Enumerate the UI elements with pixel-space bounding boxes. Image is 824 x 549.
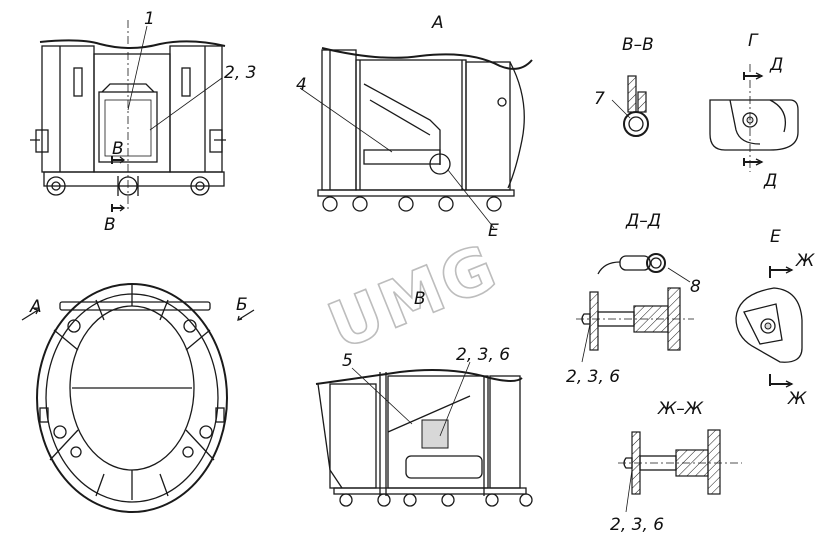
view-g-title: Г <box>748 31 759 51</box>
wheels-a <box>322 196 502 212</box>
section-zhzh-title: Ж–Ж <box>657 399 704 419</box>
plan-bolts <box>53 319 213 458</box>
view-e <box>735 266 803 388</box>
view-e-title: Е <box>770 227 781 247</box>
callout-5: 5 <box>342 351 353 371</box>
side-view-a <box>299 47 533 229</box>
callout-2-3-6-dd: 2, 3, 6 <box>566 367 620 387</box>
callout-2-3-6-zz: 2, 3, 6 <box>610 515 664 535</box>
view-v-title: В <box>414 289 426 309</box>
arrow-a-label: А <box>29 297 42 317</box>
section-dd <box>576 253 694 363</box>
side-view-b <box>315 361 533 507</box>
view-g <box>709 64 799 172</box>
marker-d-bottom: Д <box>763 171 777 191</box>
front-view <box>30 20 226 212</box>
marker-zh-bottom: Ж <box>787 389 807 409</box>
section-zhzh <box>618 429 742 513</box>
callout-8: 8 <box>690 277 701 297</box>
callout-4: 4 <box>296 75 307 95</box>
marker-d-top: Д <box>769 55 783 75</box>
callout-2-3: 2, 3 <box>224 63 256 83</box>
view-a-title: А <box>431 13 444 33</box>
marker-zh-top: Ж <box>795 251 815 271</box>
section-vv <box>611 75 649 137</box>
marker-v-bottom: В <box>104 215 116 235</box>
section-dd-title: Д–Д <box>625 211 661 231</box>
wheels-b <box>339 493 533 507</box>
plan-view <box>21 283 255 513</box>
section-vv-title: В–В <box>622 35 654 55</box>
callout-1: 1 <box>144 9 155 29</box>
callout-7: 7 <box>594 89 605 109</box>
marker-e: Е <box>488 221 499 241</box>
arrow-b-label: Б <box>236 295 248 315</box>
callout-2-3-6-view-b: 2, 3, 6 <box>456 345 510 365</box>
plan-ribs <box>49 284 215 500</box>
marker-v-top: В <box>112 139 124 159</box>
